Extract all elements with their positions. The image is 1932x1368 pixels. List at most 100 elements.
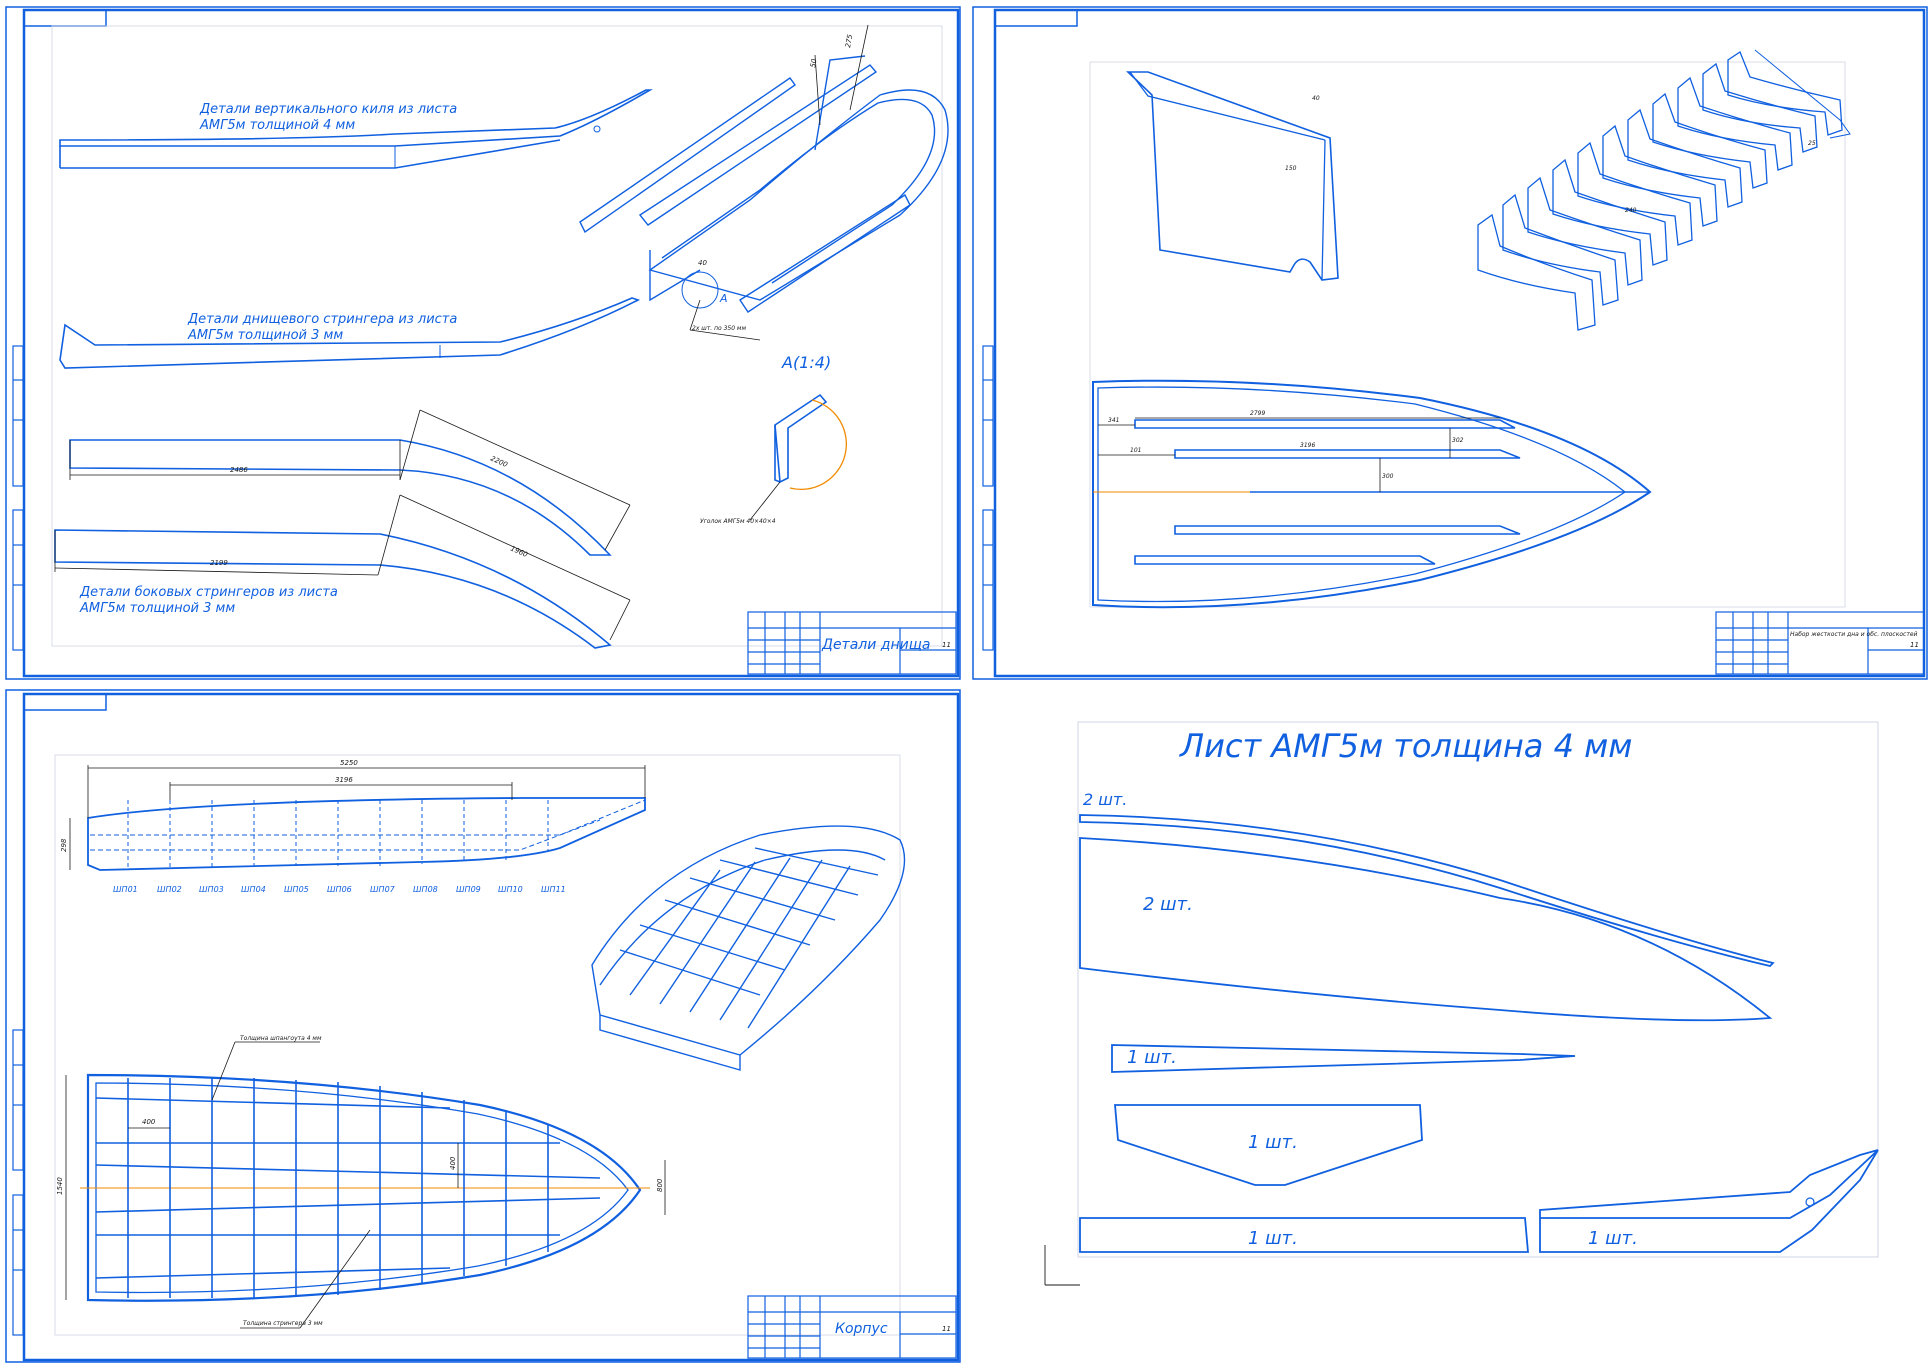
dim-400b: 400 [449, 1156, 457, 1170]
dim-50: 50 [809, 58, 819, 69]
sheet-stiffeners [972, 6, 1928, 680]
sheet1-title: Детали днища [821, 637, 930, 653]
sheet3-title: Корпус [835, 1321, 888, 1337]
sheet3-outer-border [5, 689, 961, 1363]
keel-plate [59, 89, 653, 147]
pcs-note: 2х шт. по 350 мм [692, 325, 746, 332]
sheet3-inner-border [22, 692, 960, 1362]
frame-label: ШП10 [498, 885, 523, 894]
side-stringer-1 [69, 439, 612, 556]
sheet2-labels: 2799 3196 341 101 302 300 40 150 25 240 … [1108, 95, 1919, 649]
sheet1-dimension-lines [54, 409, 631, 641]
view-a-label: А(1:4) [781, 353, 831, 372]
dim-240: 240 [1625, 207, 1637, 214]
sheet1-side-strip [12, 345, 24, 651]
dim-40b: 40 [1312, 95, 1320, 102]
dim-2799: 2799 [1250, 410, 1265, 417]
keel-curve-part [1539, 1149, 1879, 1253]
frame-label: ШП01 [113, 885, 138, 894]
sheet-nesting [1044, 721, 1879, 1286]
sheet-bottom-parts [5, 6, 961, 680]
frame-label: ШП02 [157, 885, 182, 894]
profile-note: Уголок АМГ5м 40×40×4 [700, 518, 776, 525]
sheet2-corner-stamp [994, 9, 1078, 27]
frame-label: ШП11 [541, 885, 566, 894]
sheet3-side-strip [12, 1029, 24, 1336]
sheet2-side-strip [982, 345, 994, 651]
sheet3-corner-stamp [23, 693, 107, 711]
sheet4-frame [1077, 721, 1879, 1258]
sheet1-corner-stamp [23, 9, 107, 27]
frame-stack [1477, 49, 1851, 331]
dim-25: 25 [1808, 140, 1816, 147]
strip-part [1079, 814, 1775, 967]
sheet1-work-area [51, 25, 943, 647]
dim-150: 150 [1285, 165, 1297, 172]
dim-1960: 1960 [509, 545, 529, 560]
sheet-hull [5, 689, 961, 1363]
qty-label: 1 шт. [1248, 1132, 1298, 1153]
hull-plan-outline [1092, 379, 1652, 609]
dim-5250: 5250 [340, 759, 358, 767]
sheet2-title-block [1715, 611, 1925, 675]
dim-800: 800 [656, 1178, 664, 1192]
frame-labels: ШП01 ШП02 ШП03 ШП04 ШП05 ШП06 ШП07 ШП08 … [113, 885, 566, 894]
keel-assembly-leaders [689, 24, 869, 341]
detail-circle [789, 399, 848, 491]
qty-label: 1 шт. [1127, 1047, 1177, 1068]
side-note-line1: Детали боковых стрингеров из листа [79, 585, 338, 600]
side-stringer-2 [54, 529, 612, 649]
sheet2-title: Набор жесткости дна и обс. плоскостей [1790, 631, 1918, 638]
dim-1540: 1540 [56, 1177, 64, 1195]
sheet1-outer-border [5, 6, 961, 680]
sheet1-labels: Детали вертикального киля из листа АМГ5м… [79, 33, 951, 653]
transom-part [1114, 1104, 1423, 1186]
angle-profile-detail [774, 393, 828, 484]
keel-note-line1: Детали вертикального киля из листа [199, 102, 457, 117]
frame-label: ШП04 [241, 885, 266, 894]
note-frame-thickness: Толщина шпангоута 4 мм [240, 1035, 322, 1042]
hull-isometric [591, 825, 906, 1071]
sheet2-outer-border [972, 6, 1928, 680]
stringer-note-line2: АМГ5м толщиной 3 мм [187, 328, 343, 343]
qty-label: 2 шт. [1143, 894, 1193, 915]
dim-341: 341 [1108, 417, 1119, 424]
sheet3-title-block [747, 1295, 957, 1359]
qty-label: 1 шт. [1588, 1228, 1638, 1249]
floor-plate [1126, 71, 1339, 281]
plan-hull-dims [65, 1041, 666, 1329]
profile-frame-lines [127, 800, 549, 868]
sheet2-inner-border [993, 8, 1926, 678]
qty-label: 2 шт. [1083, 790, 1127, 809]
dim-300: 300 [1382, 473, 1394, 480]
sheet4-labels: Лист АМГ5м толщина 4 мм 2 шт. 2 шт. 1 шт… [1083, 727, 1638, 1249]
dim-40: 40 [698, 259, 707, 267]
sheet2-number: 11 [1910, 641, 1919, 649]
bottom-stringer [59, 297, 641, 369]
stringer-note-line1: Детали днищевого стрингера из листа [187, 312, 457, 327]
hull-plan-frame [86, 1073, 642, 1302]
sheet3-labels: ШП01 ШП02 ШП03 ШП04 ШП05 ШП06 ШП07 ШП08 … [56, 759, 951, 1337]
wedge-part [1111, 1044, 1576, 1073]
sheet1-number: 11 [942, 641, 951, 649]
hull-profile [87, 797, 646, 871]
dim-2200: 2200 [489, 455, 509, 470]
sheet4-axes [1044, 1245, 1080, 1286]
keel-note-line2: АМГ5м толщиной 4 мм [199, 118, 355, 133]
dim-298: 298 [60, 838, 68, 852]
dim-2486: 2486 [230, 466, 248, 474]
sheet1-title-block [747, 611, 957, 675]
frame-label: ШП08 [413, 885, 438, 894]
profile-dim-lines [69, 765, 646, 870]
qty-label: 1 шт. [1248, 1228, 1298, 1249]
sheet3-number: 11 [942, 1325, 951, 1333]
sheet3-work-area [54, 754, 901, 1336]
frame-label: ШП03 [199, 885, 224, 894]
dim-302: 302 [1452, 437, 1464, 444]
sheet4-title: Лист АМГ5м толщина 4 мм [1179, 727, 1632, 765]
side-note-line2: АМГ5м толщиной 3 мм [79, 601, 235, 616]
dim-2199: 2199 [210, 559, 228, 567]
dim-275: 275 [844, 33, 854, 48]
frame-label: ШП07 [370, 885, 396, 894]
